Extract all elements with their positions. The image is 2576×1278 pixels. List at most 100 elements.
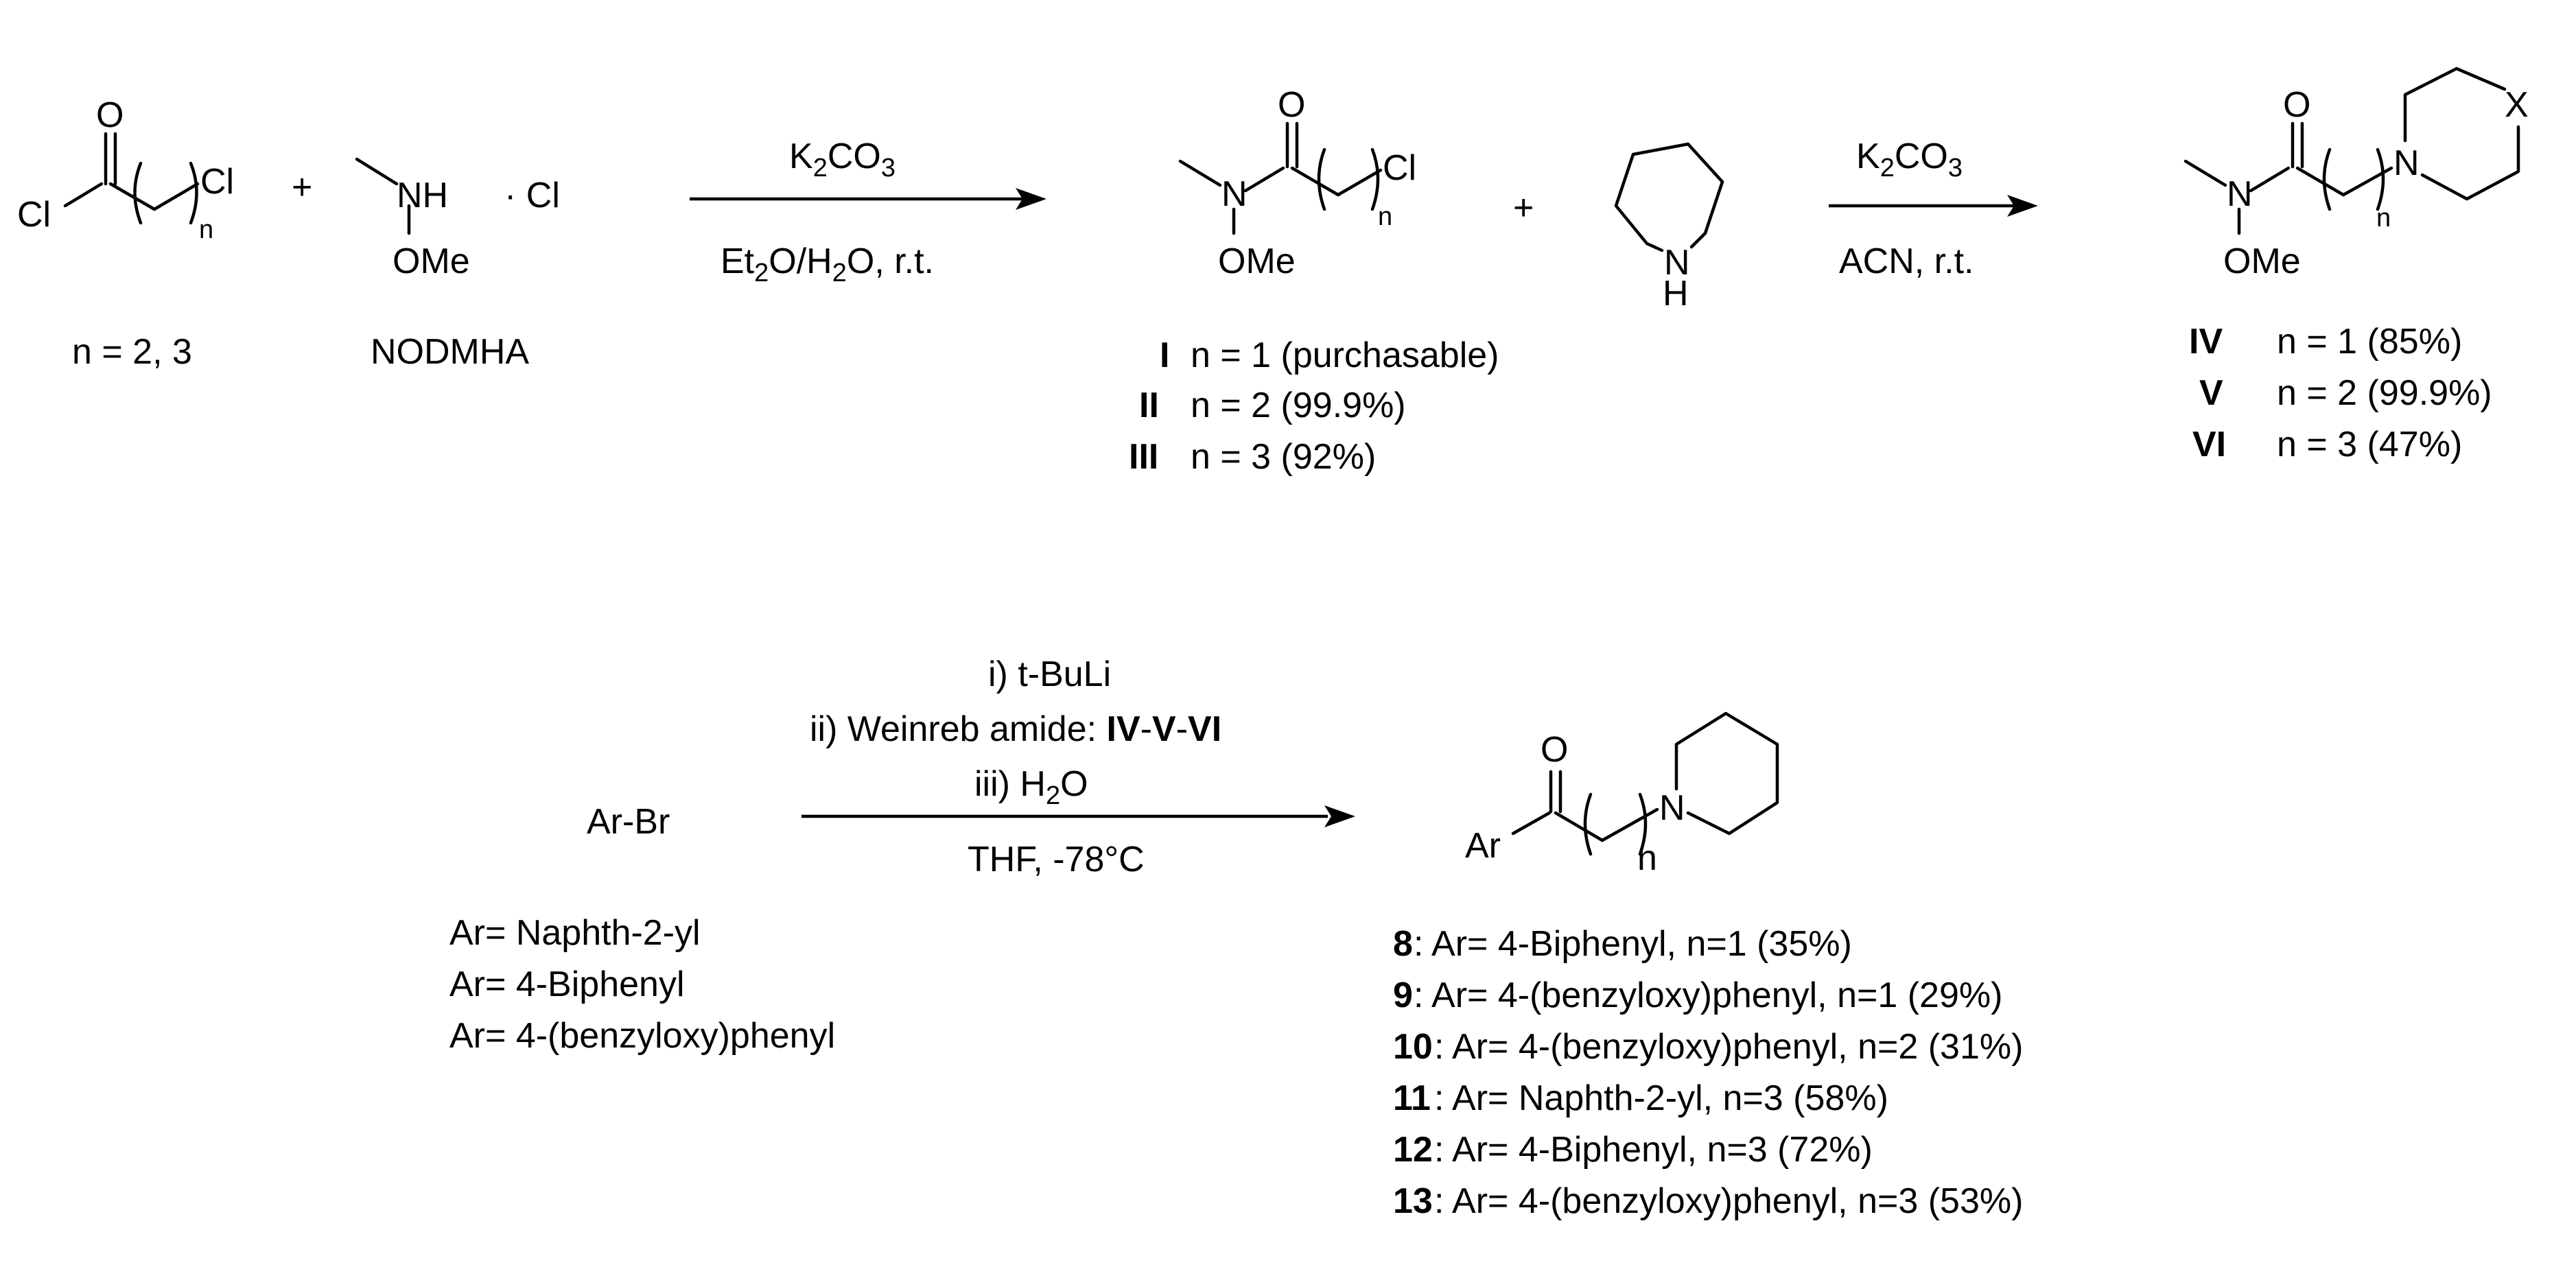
compound-text-9: : Ar= 4-(benzyloxy)phenyl, n=1 (29%) xyxy=(1414,975,2002,1015)
product-chloro-weinreb-amide: O N Cl n OMe I n = 1 (purchasable) II n … xyxy=(1129,85,1499,477)
atom-ome: OMe xyxy=(1218,241,1296,281)
reaction-arrow-2: K2CO3 ACN, r.t. xyxy=(1829,137,2038,281)
ring-lower-arc xyxy=(2420,125,2520,201)
reactant-acyl-chloride: O Cl Cl n n = 2, 3 xyxy=(17,95,234,372)
bond-ar-c xyxy=(1511,811,1552,836)
repeat-bracket-left xyxy=(2322,147,2332,211)
atom-o: O xyxy=(96,95,124,135)
compound-id-III: III xyxy=(1129,437,1158,477)
arrow-head-3 xyxy=(1324,805,1355,827)
compound-id-9: 9 xyxy=(1393,975,1413,1015)
piperidine-ring xyxy=(1674,711,1779,836)
repeat-bracket-left xyxy=(1317,147,1326,211)
bond-me-n xyxy=(1178,159,1222,187)
repeat-bracket-left xyxy=(133,161,143,225)
compound-text-V: n = 2 (99.9%) xyxy=(2277,373,2492,413)
bond-me-n xyxy=(2183,159,2227,187)
compound-id-8: 8 xyxy=(1393,924,1413,964)
subscript-n: n xyxy=(1637,838,1657,878)
compound-text-13: : Ar= 4-(benzyloxy)phenyl, n=3 (53%) xyxy=(1434,1181,2023,1221)
arrow3-step-ii: ii) Weinreb amide: IV-V-VI xyxy=(810,709,1221,749)
arrow-head-2 xyxy=(2007,195,2038,217)
piperidine-bond-n-left xyxy=(1645,241,1664,252)
compound-id-VI: VI xyxy=(2192,425,2226,464)
reactant1-caption: n = 2, 3 xyxy=(72,332,192,372)
atom-o: O xyxy=(2283,85,2310,125)
compound-id-12: 12 xyxy=(1393,1130,1433,1170)
bond-n-c xyxy=(1243,166,1285,193)
compound-text-III: n = 3 (92%) xyxy=(1191,437,1376,477)
aryl-bromide-label: Ar-Br xyxy=(587,802,670,842)
arrow2-conditions: ACN, r.t. xyxy=(1839,241,1974,281)
atom-ome: OMe xyxy=(2223,241,2301,281)
product-amino-weinreb-amide: O N N X n OMe IV n = 1 (85%) V n = 2 (99… xyxy=(2183,67,2529,464)
bond-me-n xyxy=(355,157,399,186)
compound-text-12: : Ar= 4-Biphenyl, n=3 (72%) xyxy=(1434,1130,1873,1170)
compound-text-IV: n = 1 (85%) xyxy=(2277,322,2462,362)
compound-text-10: : Ar= 4-(benzyloxy)phenyl, n=2 (31%) xyxy=(1434,1027,2023,1067)
compound-id-IV: IV xyxy=(2189,322,2223,362)
compound-text-I: n = 1 (purchasable) xyxy=(1191,335,1499,375)
atom-ar: Ar xyxy=(1465,826,1501,866)
bond-chain-1 xyxy=(1554,811,1604,842)
reaction-arrow-3: i) t-BuLi ii) Weinreb amide: IV-V-VI iii… xyxy=(801,654,1355,879)
bond-cl-c xyxy=(63,182,104,208)
bond-chain-1 xyxy=(108,182,156,211)
plus-sign-1: + xyxy=(292,167,312,207)
atom-n: N xyxy=(1664,243,1690,283)
plus-sign-2: + xyxy=(1513,188,1534,228)
compound-id-11: 11 xyxy=(1393,1078,1431,1118)
subscript-n: n xyxy=(1378,202,1392,231)
arrow1-reagent: K2CO3 xyxy=(789,137,895,182)
compound-id-13: 13 xyxy=(1393,1181,1433,1221)
repeat-bracket-right xyxy=(1370,147,1380,211)
arrow3-step-i: i) t-BuLi xyxy=(988,654,1111,694)
reactant2-caption: NODMHA xyxy=(371,332,529,372)
bond-chain-1 xyxy=(1290,166,1340,197)
atom-ome: OMe xyxy=(393,241,470,281)
bond-n-c xyxy=(2249,166,2291,193)
piperidine-bond-n-right xyxy=(1689,231,1707,249)
reactant-aryl-bromide: Ar-Br Ar= Naphth-2-yl Ar= 4-Biphenyl Ar=… xyxy=(449,802,835,1056)
atom-o: O xyxy=(1278,85,1305,125)
compound-text-11: : Ar= Naphth-2-yl, n=3 (58%) xyxy=(1434,1078,1888,1118)
ring-upper-arc xyxy=(2403,67,2507,143)
atom-h: H xyxy=(1663,274,1689,313)
atom-cl-right: Cl xyxy=(200,162,234,202)
subscript-n: n xyxy=(2376,204,2391,233)
atom-n: N xyxy=(1221,174,1248,214)
atom-n: N xyxy=(1659,788,1685,828)
piperidine-ring xyxy=(1614,142,1724,246)
bond-chain-2 xyxy=(152,182,200,211)
compound-text-8: : Ar= 4-Biphenyl, n=1 (35%) xyxy=(1414,924,1852,964)
atom-cl-left: Cl xyxy=(17,195,51,235)
repeat-bracket-right xyxy=(1638,792,1648,856)
compound-id-I: I xyxy=(1160,335,1169,375)
atom-nh: NH xyxy=(397,176,448,215)
bond-chain-1 xyxy=(2295,166,2345,197)
arrow2-reagent: K2CO3 xyxy=(1856,137,1963,182)
compound-text-II: n = 2 (99.9%) xyxy=(1191,386,1406,425)
atom-n-ring: N xyxy=(2393,143,2420,183)
atom-cl: Cl xyxy=(1383,148,1416,188)
salt-cl: · Cl xyxy=(504,176,560,215)
compound-id-10: 10 xyxy=(1393,1027,1433,1067)
repeat-bracket-right xyxy=(2376,147,2385,211)
compound-text-VI: n = 3 (47%) xyxy=(2277,425,2462,464)
ar-option-1: Ar= Naphth-2-yl xyxy=(449,913,701,953)
bond-chain-2 xyxy=(1336,168,1383,197)
atom-o: O xyxy=(1541,730,1568,770)
compound-id-II: II xyxy=(1139,386,1159,425)
repeat-bracket-left xyxy=(1583,792,1593,856)
reactant-nodmha: NH · Cl OMe NODMHA xyxy=(355,157,560,372)
product-aryl-ketone: O Ar N n 8 : Ar= 4-Biphenyl, n=1 (35%) 9… xyxy=(1393,711,2023,1221)
ar-option-2: Ar= 4-Biphenyl xyxy=(449,965,685,1004)
compound-id-V: V xyxy=(2199,373,2223,413)
piperidine: N H xyxy=(1614,142,1724,313)
arrow3-conditions: THF, -78°C xyxy=(968,840,1145,879)
repeat-bracket-right xyxy=(189,161,198,225)
atom-x: X xyxy=(2505,85,2529,125)
arrow-head-1 xyxy=(1016,188,1046,210)
atom-n-amide: N xyxy=(2227,174,2253,214)
